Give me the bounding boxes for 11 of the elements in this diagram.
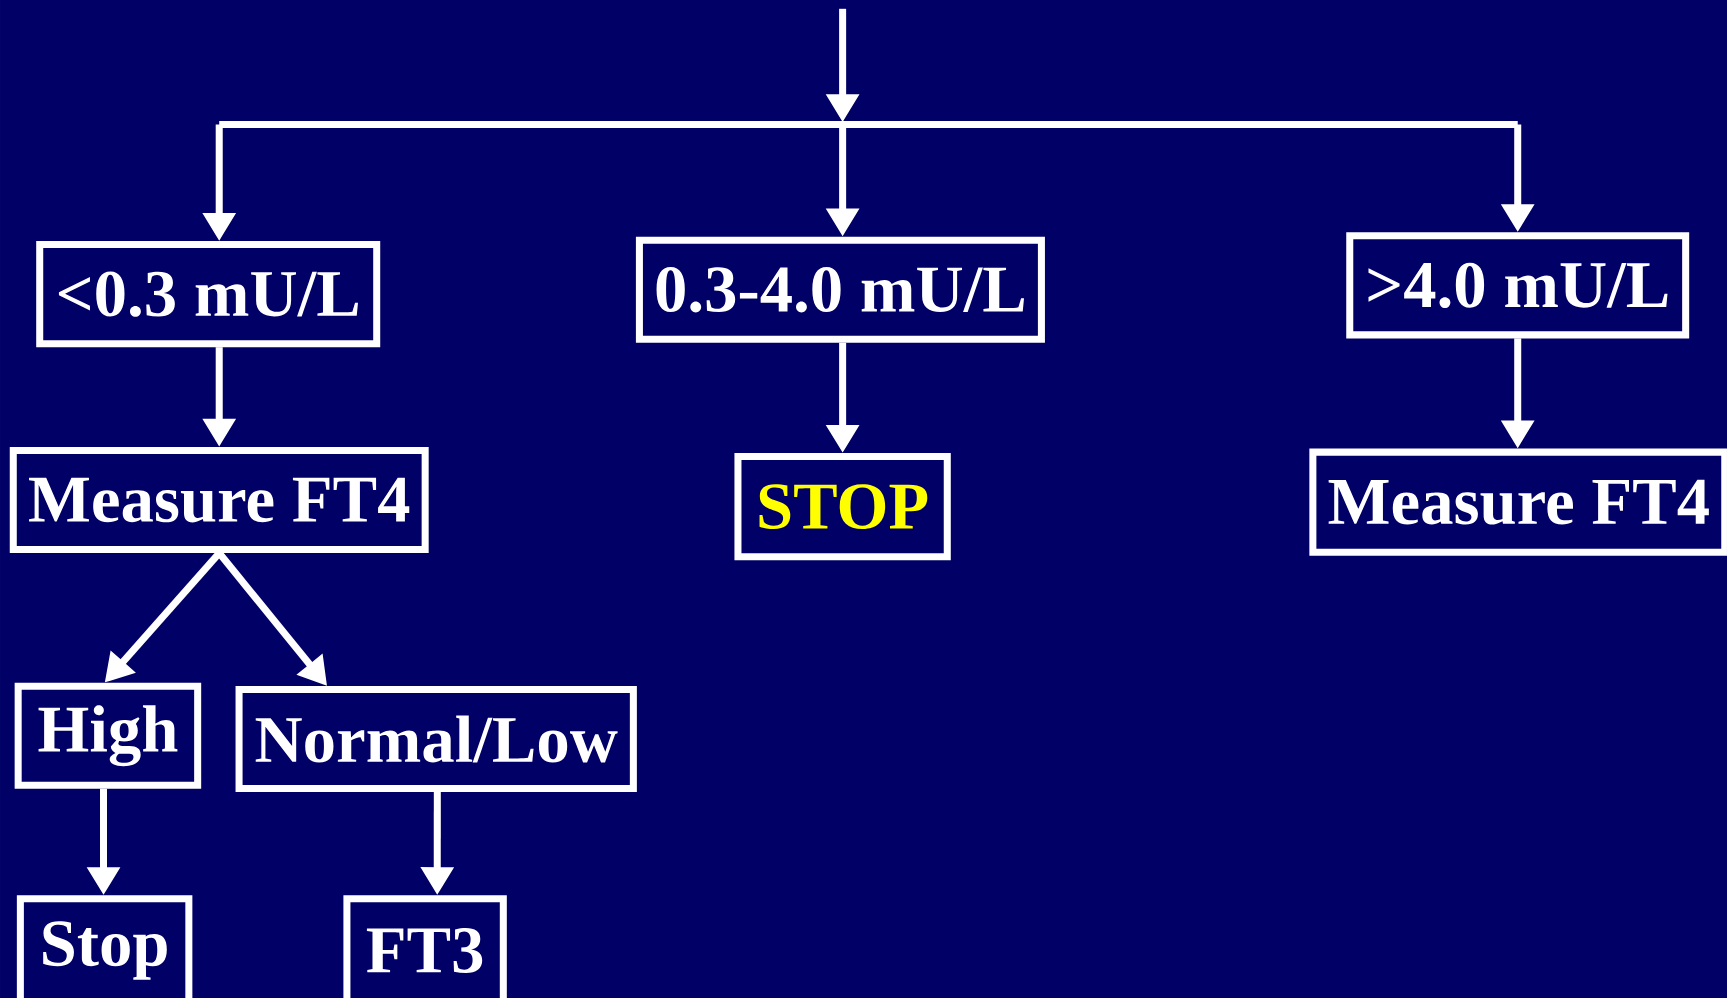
process-box: Measure FT4 (9, 446, 429, 554)
process-box: Normal/Low (235, 685, 637, 793)
process-box: >4.0 mU/L (1346, 232, 1690, 339)
process-box: FT3 (343, 895, 507, 998)
process-box: STOP (734, 453, 951, 561)
process-box: Measure FT4 (1309, 448, 1727, 556)
arrow (219, 8, 1518, 128)
process-box: 0.3-4.0 mU/L (635, 236, 1045, 343)
process-box: High (14, 682, 202, 789)
process-box: <0.3 mU/L (36, 241, 381, 348)
process-box: Stop (16, 895, 193, 998)
